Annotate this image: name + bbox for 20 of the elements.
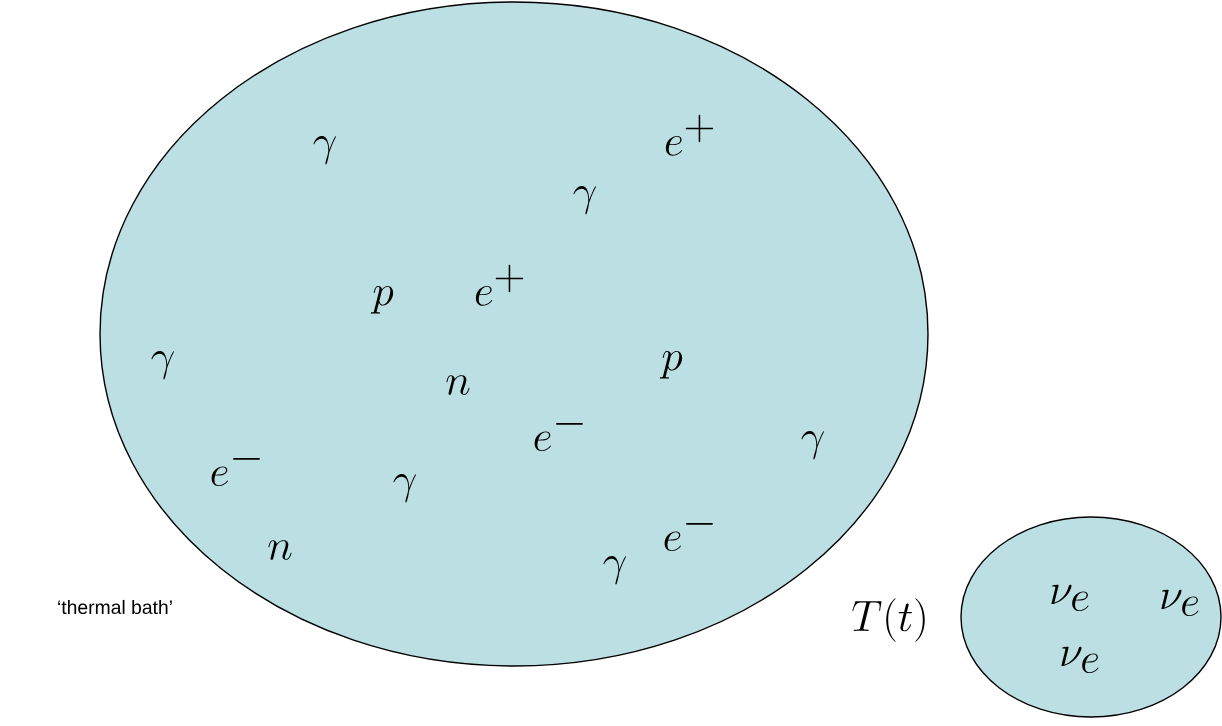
particle-symbol: $e^{-}$ [534, 423, 583, 452]
particle-symbol: $n$ [268, 540, 292, 560]
particle-symbol: $e^{+}$ [475, 264, 524, 306]
particle-symbol: $p$ [370, 285, 394, 314]
caption-text: ‘thermal bath’ [58, 599, 172, 615]
particle-symbol: $\gamma$ [313, 135, 336, 165]
particle-symbol: $\gamma$ [393, 473, 416, 503]
particle-symbol: $e^{-}$ [211, 458, 260, 487]
particle-symbol: $\nu_e$ [1061, 646, 1099, 674]
temperature-label: $T(t)$ [852, 598, 925, 642]
particle-symbol: $e^{-}$ [664, 523, 713, 552]
particle-symbol: $p$ [659, 350, 683, 379]
particle-symbol: $\nu_e$ [1051, 584, 1089, 612]
particle-symbol: $n$ [446, 375, 470, 395]
particle-symbol: $e^{+}$ [665, 114, 714, 156]
particle-symbol: $\gamma$ [603, 555, 626, 585]
particle-symbol: $\gamma$ [801, 430, 824, 460]
particle-symbol: $\gamma$ [151, 350, 174, 380]
particle-symbol: $\gamma$ [573, 185, 596, 215]
particle-symbol: $\nu_e$ [1161, 589, 1199, 617]
